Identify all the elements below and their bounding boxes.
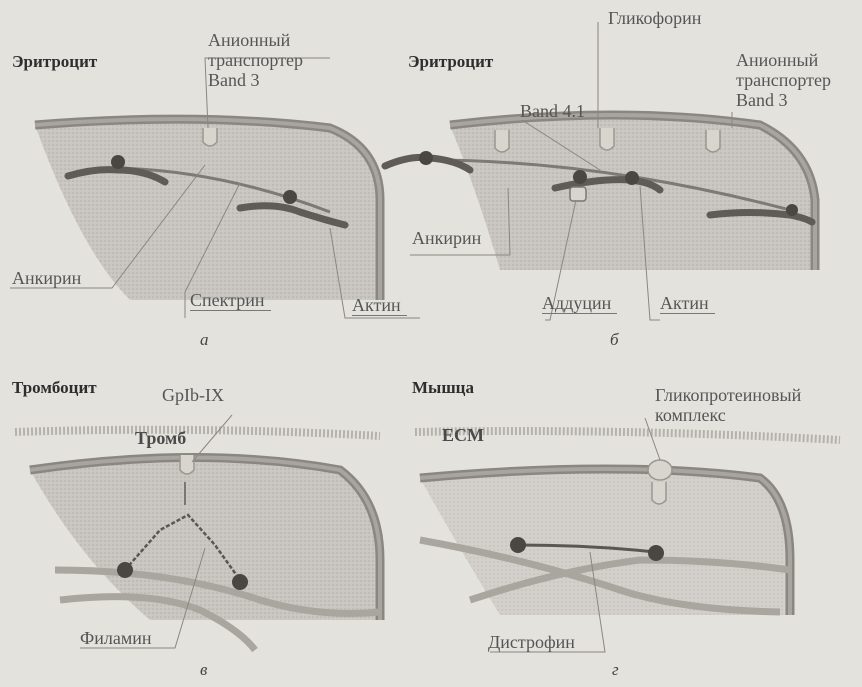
label-ankyrin-a: Анкирин bbox=[12, 268, 81, 288]
panel-b-title: Эритроцит bbox=[408, 52, 493, 72]
panel-a-letter: а bbox=[200, 330, 209, 350]
panel-v-title: Тромбоцит bbox=[12, 378, 97, 398]
panel-a-cell bbox=[35, 119, 380, 300]
label-gpib: GpIb-IX bbox=[162, 385, 224, 405]
label-dystrophin: Дистрофин bbox=[488, 632, 575, 652]
panel-a-title: Эритроцит bbox=[12, 52, 97, 72]
panel-v-letter: в bbox=[200, 660, 207, 680]
label-ecm: ECM bbox=[442, 425, 484, 445]
label-anion-transporter-b: Анионный транспортер Band 3 bbox=[736, 50, 831, 110]
panel-g-cell bbox=[420, 469, 790, 615]
label-actin-b: Актин bbox=[660, 293, 715, 314]
label-glycoprotein: Гликопротеиновый комплекс bbox=[655, 385, 801, 425]
panel-a-band3 bbox=[203, 128, 217, 146]
label-adducin-b: Аддуцин bbox=[542, 293, 617, 314]
label-ankyrin-b: Анкирин bbox=[412, 228, 481, 248]
label-filamin: Филамин bbox=[80, 628, 151, 648]
label-anion-transporter-a: Анионный транспортер Band 3 bbox=[208, 30, 303, 90]
label-thrombus: Тромб bbox=[135, 428, 186, 448]
panel-b-letter: б bbox=[610, 330, 619, 350]
panel-g-title: Мышца bbox=[412, 378, 474, 398]
label-spectrin-a: Спектрин bbox=[190, 290, 271, 311]
panel-g-letter: г bbox=[612, 660, 619, 680]
label-band41-b: Band 4.1 bbox=[520, 101, 585, 121]
label-actin-a: Актин bbox=[352, 295, 407, 316]
panel-v-ecm bbox=[15, 430, 380, 436]
label-glycophorin-b: Гликофорин bbox=[608, 8, 701, 28]
